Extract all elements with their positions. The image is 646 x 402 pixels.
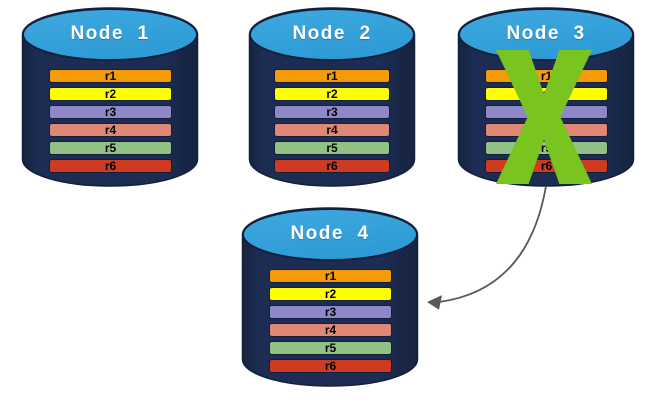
node-1-top-disc [22,8,198,61]
row-bar[interactable]: r1 [49,69,172,83]
row-bar[interactable]: r4 [49,123,172,137]
row-bar[interactable]: r3 [269,305,392,319]
row-bar[interactable]: r3 [274,105,390,119]
row-bar[interactable]: r6 [274,159,390,173]
node-3-top-disc [458,8,634,61]
row-bar[interactable]: r4 [274,123,390,137]
row-bar[interactable]: r6 [49,159,172,173]
row-bar[interactable]: r2 [274,87,390,101]
row-bar[interactable]: r5 [274,141,390,155]
node-2-top-disc [249,8,415,61]
row-bar[interactable]: r1 [269,269,392,283]
row-bar[interactable]: r4 [269,323,392,337]
row-bar[interactable]: r5 [269,341,392,355]
row-bar[interactable]: r6 [269,359,392,373]
row-bar[interactable]: r1 [274,69,390,83]
row-bar[interactable]: r2 [269,287,392,301]
row-bar[interactable]: r2 [49,87,172,101]
arrow-line [438,185,547,303]
row-bar[interactable]: r3 [49,105,172,119]
row-bar[interactable]: r5 [49,141,172,155]
x-cross-shape [496,50,592,184]
node-4-top-disc [242,208,418,261]
arrow-head [427,295,442,310]
x-cross-icon [496,50,592,184]
